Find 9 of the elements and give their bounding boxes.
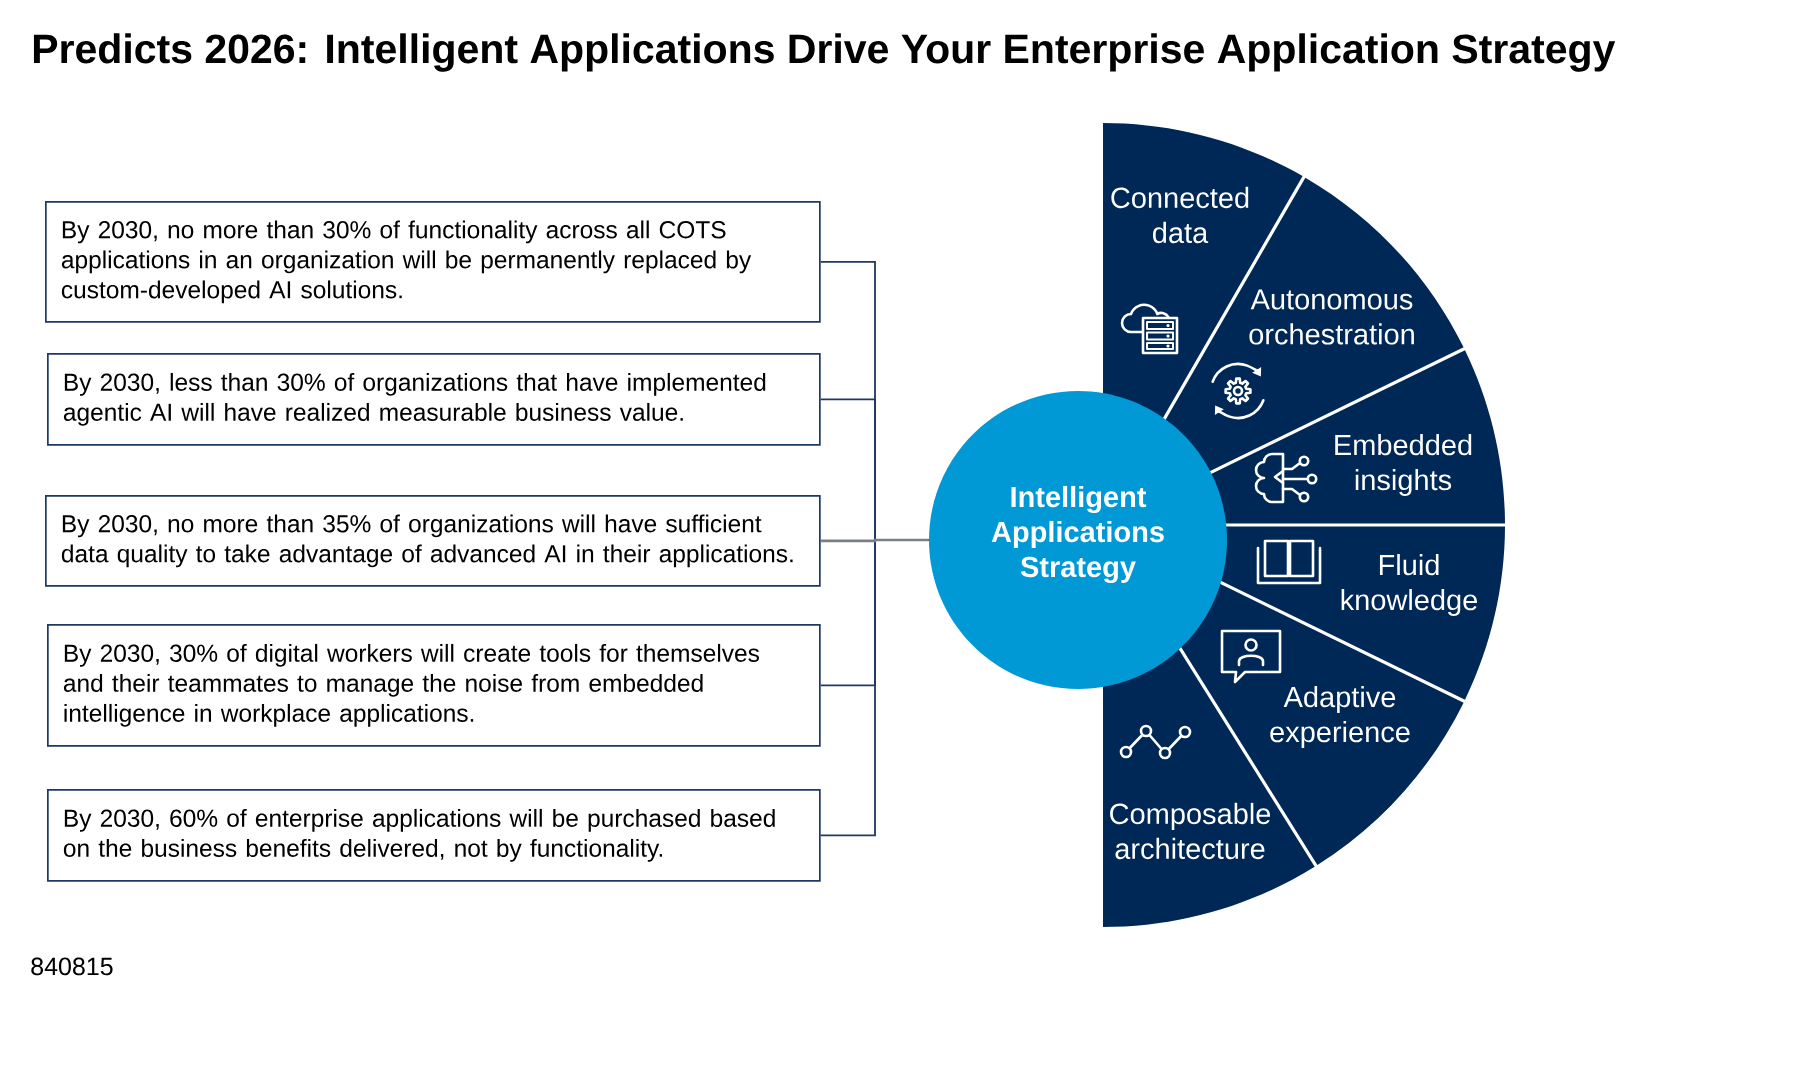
text-box: By 2030, 60% of enterprise applications will be purchased based on the business benefits delivered, not by functionality. [47, 789, 821, 882]
title: Predicts 2026: Intelligent Applications Drive Your Enterprise Application Strategy [33, 33, 1616, 72]
text-box: By 2030, no more than 30% of functionality across all COTS applications in an organization will be permanently replaced by custom-developed AI solutions. [45, 201, 821, 323]
connector-line [820, 538, 929, 543]
figure-number: 840815 [31, 957, 113, 976]
sector: Embedded insights [1210, 350, 1505, 524]
text-box: By 2030, less than 30% of organizations that have implemented agentic AI will have realized measurable business value. [47, 353, 821, 446]
text-box: By 2030, no more than 35% of organizations will have sufficient data quality to take advantage of advanced AI in their applications. [45, 495, 821, 587]
text-box: By 2030, 30% of digital workers will create tools for themselves and their teammates to manage the noise from embedded intelligence in workplace applications. [47, 624, 821, 747]
